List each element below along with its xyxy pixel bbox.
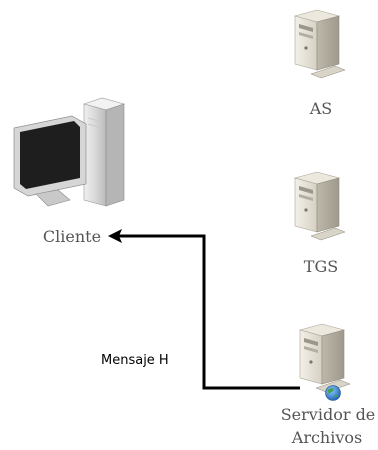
client-computer-icon (13, 97, 126, 207)
as-server-icon (294, 9, 346, 79)
file-server-label-line1: Servidor de (281, 405, 376, 424)
tgs-server-icon (294, 171, 346, 241)
arrow-servidor-to-cliente (108, 229, 300, 390)
client-label: Cliente (43, 227, 101, 246)
file-server-icon (299, 323, 351, 393)
edge-label-mensaje-h: Mensaje H (101, 353, 169, 368)
as-label: AS (309, 99, 333, 118)
arrowhead (108, 229, 122, 243)
file-server-label-line2: Archivos (291, 428, 362, 447)
globe-icon (325, 385, 341, 401)
tgs-label: TGS (304, 257, 338, 276)
